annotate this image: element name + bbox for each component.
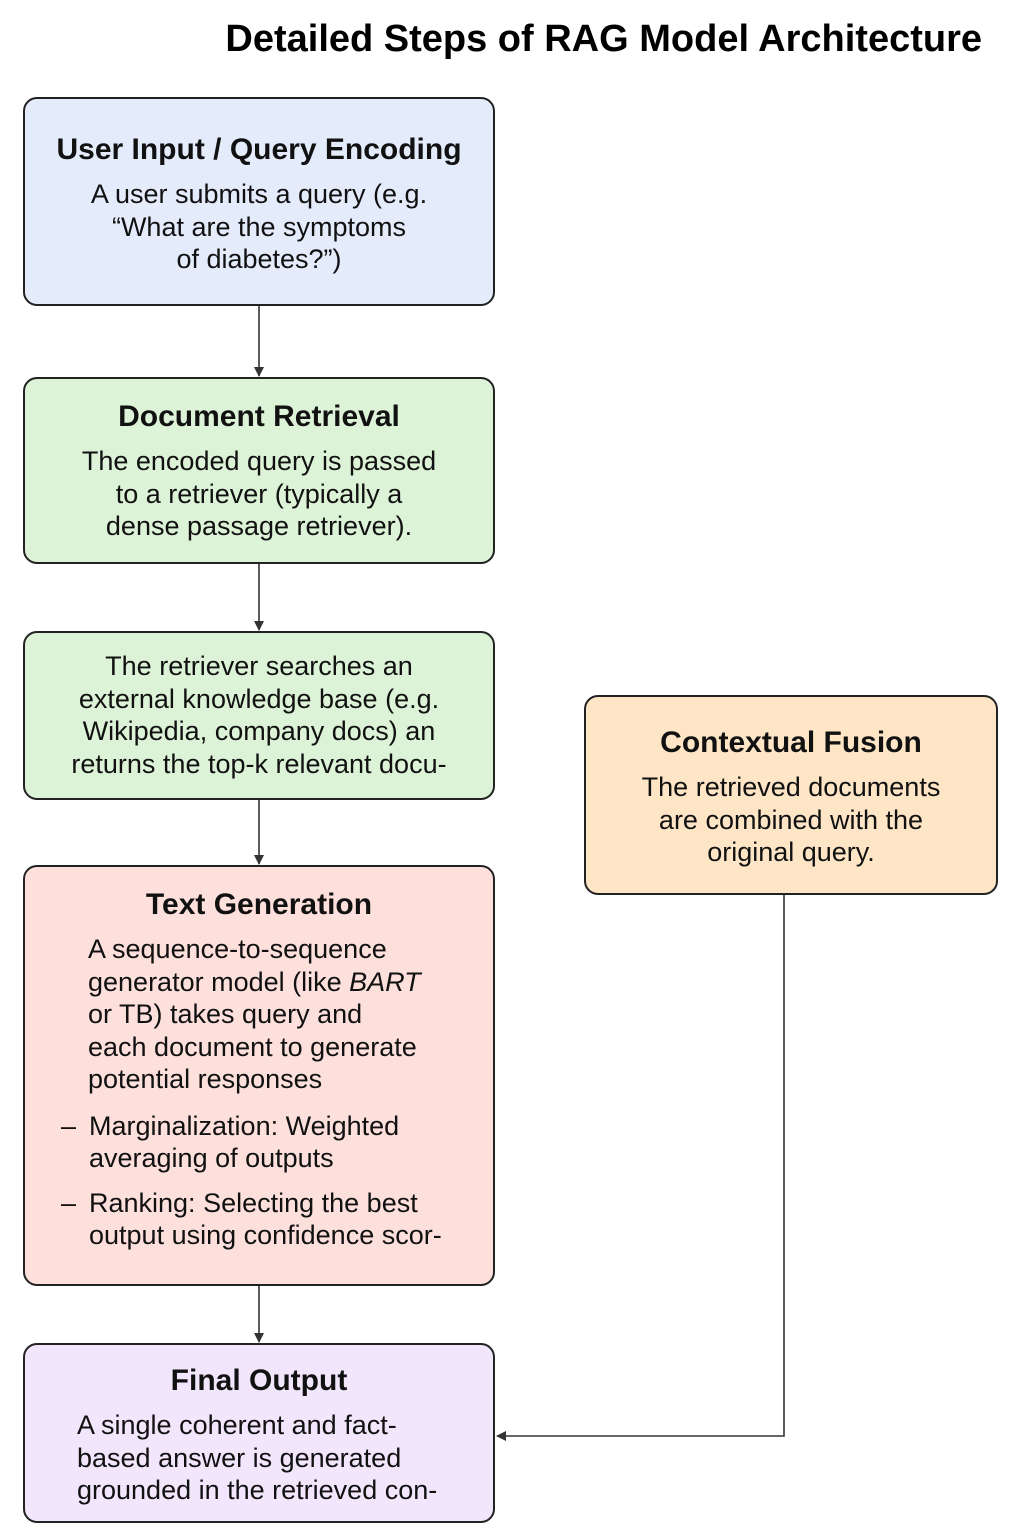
text-line: A sequence-to-sequence — [88, 934, 387, 964]
bullet-text: Ranking: Selecting the best output using… — [89, 1187, 442, 1252]
final-output-title: Final Output — [170, 1364, 348, 1397]
text-line: The retrieved documents — [641, 772, 941, 802]
text-line: The encoded query is passed — [81, 446, 437, 476]
user-input-box: User Input / Query Encoding A user submi… — [23, 97, 495, 306]
text-line: Marginalization: Weighted — [89, 1110, 400, 1141]
contextual-fusion-title: Contextual Fusion — [660, 726, 922, 759]
text-line: each document to generate — [88, 1031, 417, 1062]
arrow-fusion-to-final — [496, 895, 785, 1441]
final-output-description: A single coherent and fact- based answer… — [25, 1409, 493, 1507]
user-input-description: A user submits a query (e.g. “What are t… — [25, 178, 493, 276]
text-line: The retriever searches an — [105, 651, 413, 681]
text-line: Wikipedia, company docs) an — [82, 716, 436, 746]
bullet-marginalization: – Marginalization: Weighted averaging of… — [25, 1110, 493, 1175]
text-line: averaging of outputs — [89, 1143, 334, 1173]
document-retrieval-description: The encoded query is passed to a retriev… — [25, 445, 493, 543]
text-line: output using confidence scor- — [89, 1220, 442, 1250]
generation-bullet-list: – Marginalization: Weighted averaging of… — [25, 1110, 493, 1252]
text-generation-description: A sequence-to-sequence generator model (… — [25, 933, 493, 1096]
text-line: or TB) takes query and — [88, 999, 363, 1029]
text-line: A single coherent and fact- — [77, 1410, 397, 1440]
user-input-title: User Input / Query Encoding — [56, 133, 462, 166]
document-retrieval-box: Document Retrieval The encoded query is … — [23, 377, 495, 564]
text-line: grounded in the retrieved con- — [77, 1475, 438, 1505]
text-line: original query. — [707, 837, 875, 867]
dash-bullet-icon: – — [61, 1187, 77, 1218]
text-line: to a retriever (typically a — [115, 478, 403, 509]
final-output-box: Final Output A single coherent and fact-… — [23, 1343, 495, 1523]
text-fragment: generator model (like — [88, 966, 350, 997]
text-line: are combined with the — [658, 804, 924, 835]
text-generation-box: Text Generation A sequence-to-sequence g… — [23, 865, 495, 1286]
diagram-title: Detailed Steps of RAG Model Architecture — [225, 18, 982, 60]
text-line: of diabetes?”) — [176, 244, 342, 274]
model-name-bart: BART — [349, 966, 421, 997]
contextual-fusion-box: Contextual Fusion The retrieved document… — [584, 695, 998, 895]
text-line: generator model (like BART — [88, 966, 493, 999]
dash-bullet-icon: – — [61, 1110, 77, 1141]
text-line: based answer is generated — [77, 1442, 402, 1473]
text-line: dense passage retriever). — [105, 511, 413, 541]
retriever-search-description: The retriever searches an external knowl… — [25, 650, 493, 780]
bullet-ranking: – Ranking: Selecting the best output usi… — [25, 1187, 493, 1252]
text-line: Ranking: Selecting the best — [89, 1187, 418, 1218]
retriever-search-box: The retriever searches an external knowl… — [23, 631, 495, 800]
contextual-fusion-description: The retrieved documents are combined wit… — [586, 771, 996, 869]
text-line: returns the top-k relevant docu- — [71, 748, 447, 779]
text-line: A user submits a query (e.g. — [90, 179, 428, 209]
text-line: external knowledge base (e.g. — [78, 683, 440, 714]
text-generation-title: Text Generation — [145, 888, 373, 921]
text-line: potential responses — [88, 1064, 323, 1094]
bullet-text: Marginalization: Weighted averaging of o… — [89, 1110, 399, 1175]
document-retrieval-title: Document Retrieval — [118, 400, 400, 433]
text-line: “What are the symptoms — [111, 211, 407, 242]
